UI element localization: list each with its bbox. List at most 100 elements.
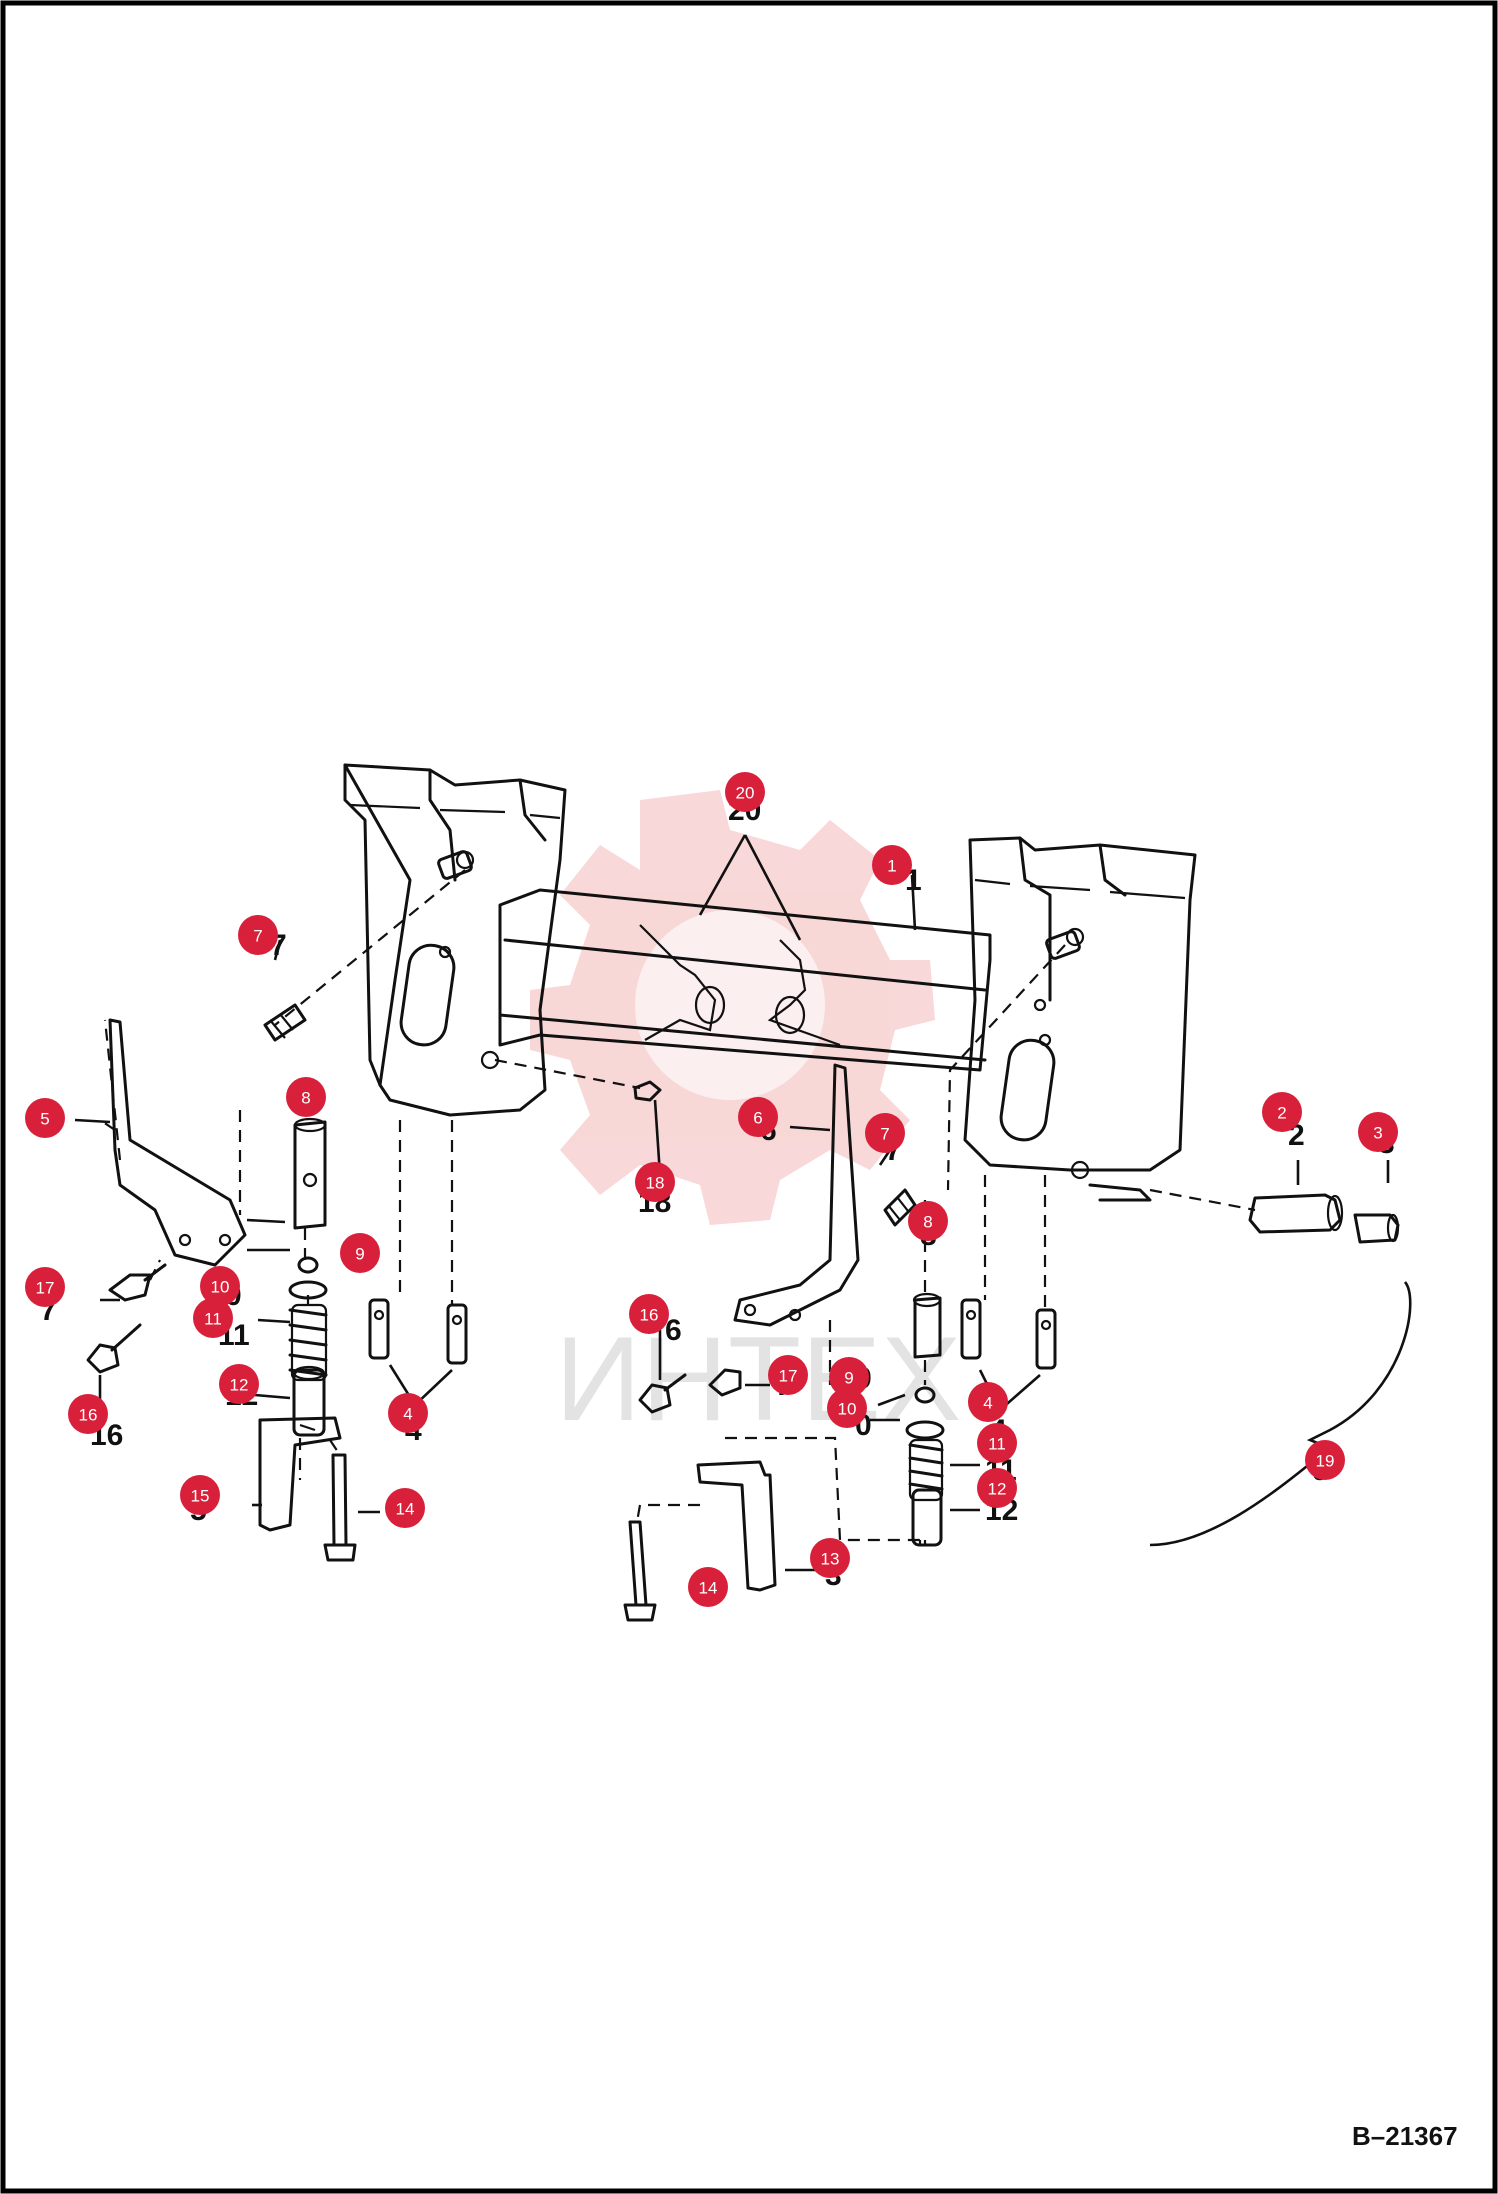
right-small-bolt-17 <box>708 1368 742 1397</box>
callout-4: 4 <box>968 1382 1008 1422</box>
callout-label: 7 <box>253 927 262 946</box>
kit-bracket <box>1149 1281 1412 1547</box>
callout-marker <box>968 1382 1008 1422</box>
left-lever-arm <box>258 1416 342 1532</box>
callout-9: 9 <box>829 1357 869 1397</box>
callout-11: 11 <box>977 1423 1017 1463</box>
callout-marker <box>977 1423 1017 1463</box>
callout-8: 8 <box>286 1077 326 1117</box>
callout-marker <box>810 1538 850 1578</box>
callout-label: 14 <box>396 1500 415 1519</box>
callout-label: 16 <box>79 1406 98 1425</box>
watermark-text: ИНТЕХ <box>555 1312 961 1446</box>
callout-label: 17 <box>36 1279 55 1298</box>
callout-2: 2 <box>1262 1092 1302 1132</box>
callout-marker <box>388 1393 428 1433</box>
callout-label: 11 <box>988 1435 1006 1454</box>
callout-marker <box>219 1364 259 1404</box>
right-lever-handle <box>733 1063 860 1327</box>
callout-label: 9 <box>355 1245 364 1264</box>
callout-14: 14 <box>385 1488 425 1528</box>
callout-marker <box>385 1488 425 1528</box>
callout-17: 17 <box>768 1355 808 1395</box>
callout-4: 4 <box>388 1393 428 1433</box>
left-mount-plate <box>343 763 567 1117</box>
right-long-bolt <box>623 1520 657 1622</box>
assembly-dashed-lines <box>99 869 1256 1545</box>
callout-marker <box>1262 1092 1302 1132</box>
callout-label: 9 <box>844 1369 853 1388</box>
callout-11: 11 <box>193 1298 233 1338</box>
callout-marker <box>908 1201 948 1241</box>
right-small-bolt-16 <box>638 1373 687 1414</box>
callout-17: 17 <box>25 1267 65 1307</box>
callout-marker <box>872 845 912 885</box>
right-clip-b <box>1035 1308 1057 1370</box>
callout-marker <box>688 1567 728 1607</box>
callout-7: 7 <box>865 1113 905 1153</box>
right-washer <box>905 1386 945 1440</box>
callout-label: 11 <box>204 1310 222 1329</box>
left-long-bolt <box>323 1453 357 1562</box>
callout-marker <box>340 1233 380 1273</box>
callout-15: 15 <box>180 1475 220 1515</box>
callout-marker <box>1358 1112 1398 1152</box>
callout-8: 8 <box>908 1201 948 1241</box>
callout-marker <box>635 1162 675 1202</box>
callout-marker <box>827 1388 867 1428</box>
callout-12: 12 <box>219 1364 259 1404</box>
callout-label: 10 <box>211 1278 230 1297</box>
right-upper-pin <box>1045 927 1085 960</box>
callout-label: 12 <box>988 1480 1007 1499</box>
callout-marker <box>25 1267 65 1307</box>
left-small-bolt-17 <box>108 1263 167 1302</box>
callout-6: 6 <box>738 1097 778 1137</box>
callout-10: 10 <box>827 1388 867 1428</box>
svg-text:6: 6 <box>665 1314 682 1347</box>
callout-1: 1 <box>872 845 912 885</box>
callout-marker <box>238 915 278 955</box>
left-clip-b <box>446 1303 468 1365</box>
right-mount-plate <box>963 836 1197 1202</box>
left-spring-top <box>263 1003 307 1042</box>
callout-9: 9 <box>340 1233 380 1273</box>
callout-14: 14 <box>688 1567 728 1607</box>
callout-5: 5 <box>25 1098 65 1138</box>
right-bushing <box>911 1488 943 1547</box>
right-spring <box>908 1438 944 1502</box>
callout-marker <box>25 1098 65 1138</box>
callout-label: 4 <box>403 1405 412 1424</box>
callout-label: 16 <box>640 1306 659 1325</box>
left-bushing <box>292 1365 326 1437</box>
left-washer <box>288 1256 328 1300</box>
reference-leaders <box>74 834 1390 1587</box>
callout-label: 3 <box>1373 1124 1382 1143</box>
callout-label: 8 <box>301 1089 310 1108</box>
pivot-pin <box>1248 1193 1344 1234</box>
figure-reference-code: B–21367 <box>1352 2121 1458 2151</box>
callout-label: 20 <box>736 784 755 803</box>
callout-marker <box>1305 1440 1345 1480</box>
right-latch-block <box>912 1292 942 1359</box>
callout-label: 13 <box>821 1550 840 1569</box>
callout-13: 13 <box>810 1538 850 1578</box>
callout-label: 1 <box>887 857 896 876</box>
callout-marker <box>629 1294 669 1334</box>
right-lever-arm <box>696 1460 777 1592</box>
pivot-bushing <box>1353 1213 1400 1244</box>
callout-marker <box>286 1077 326 1117</box>
callout-16: 16 <box>68 1394 108 1434</box>
callout-label: 6 <box>753 1109 762 1128</box>
callout-marker <box>738 1097 778 1137</box>
right-clip-a <box>960 1298 982 1360</box>
callout-marker <box>200 1266 240 1306</box>
callout-marker <box>68 1394 108 1434</box>
callout-marker <box>977 1468 1017 1508</box>
callout-label: 18 <box>646 1174 665 1193</box>
callout-label: 17 <box>779 1367 798 1386</box>
callout-label: 2 <box>1277 1104 1286 1123</box>
